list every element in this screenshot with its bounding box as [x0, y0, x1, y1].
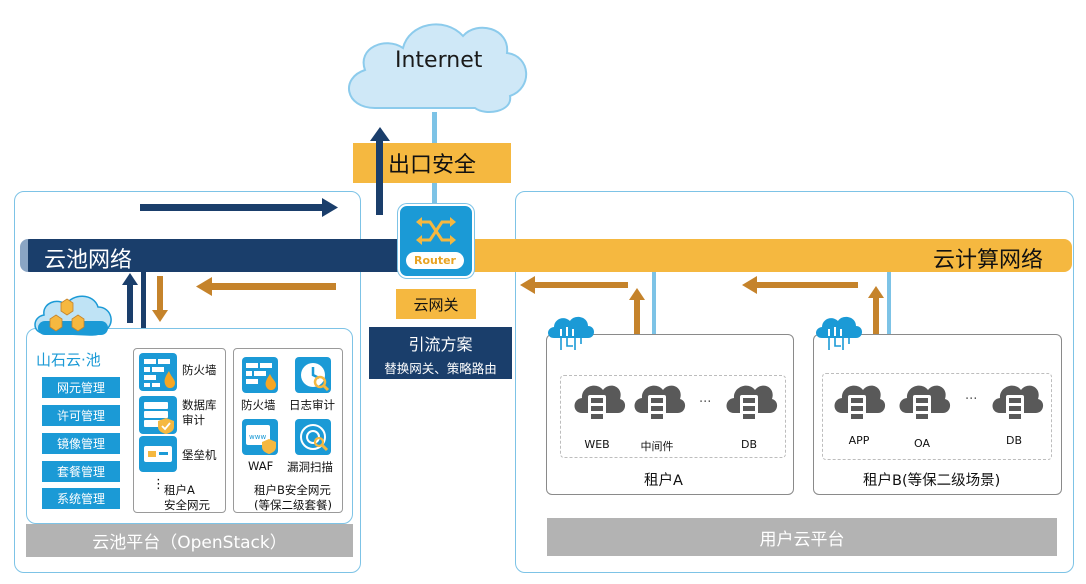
left-arrow-icon	[520, 276, 628, 294]
left-arrow-icon	[742, 276, 858, 294]
vertical-link-line	[141, 272, 146, 328]
tenant-b-app-label: APP	[848, 434, 870, 447]
router-arrows-icon	[416, 217, 456, 245]
vuln-scan-icon	[295, 419, 331, 455]
menu-system-management[interactable]: 系统管理	[42, 488, 120, 509]
router-box: Router	[398, 204, 474, 278]
cloud-pool-platform-label: 云池平台（OpenStack）	[92, 533, 287, 553]
up-arrow-icon	[122, 273, 138, 323]
tenant-a-cloud-icon	[548, 316, 594, 350]
yunchi-cloud-icon	[34, 295, 112, 336]
tenant-b-caption-2: (等保二级套餐)	[254, 498, 332, 512]
tenant-b-waf-label: WAF	[248, 459, 274, 473]
waf-icon: www	[242, 419, 278, 455]
internet-label: Internet	[395, 48, 483, 73]
up-arrow-icon	[868, 286, 884, 334]
tenant-a-bastion-label: 堡垒机	[182, 448, 217, 462]
menu-license-management[interactable]: 许可管理	[42, 405, 120, 426]
menu-package-management[interactable]: 套餐管理	[42, 461, 120, 482]
tenant-a-caption-1: 租户A	[164, 483, 195, 497]
server-icon	[899, 385, 951, 423]
tenant-b-logaudit-label: 日志审计	[289, 398, 335, 412]
traffic-steering-title: 引流方案	[408, 335, 473, 354]
menu-ne-management[interactable]: 网元管理	[42, 377, 120, 398]
tenant-a-ellipsis: ⋮	[152, 477, 165, 492]
tenant-b-firewall-label: 防火墙	[241, 398, 276, 412]
tenant-a-caption-2: 安全网元	[164, 498, 210, 512]
tenant-a-web-label: WEB	[584, 438, 610, 451]
cloud-compute-network-bar	[460, 239, 1072, 272]
traffic-steering-box: 引流方案 替换网关、策略路由	[369, 327, 512, 379]
log-audit-icon	[295, 357, 331, 393]
tenant-a-label: 租户A	[644, 473, 683, 489]
up-arrow-exit-icon	[370, 127, 390, 215]
cloud-pool-platform-bar: 云池平台（OpenStack）	[26, 524, 353, 557]
router-tag: Router	[406, 252, 464, 269]
server-icon	[834, 385, 886, 423]
cloud-compute-network-label: 云计算网络	[933, 248, 1044, 273]
tenant-b-oa-label: OA	[914, 437, 930, 450]
database-audit-icon	[139, 396, 177, 434]
tenant-b-ellipsis: ···	[965, 392, 978, 407]
tenant-a-ellipsis: ···	[699, 395, 712, 410]
left-arrow-icon	[196, 277, 336, 296]
cloud-pool-network-bar	[22, 239, 412, 272]
traffic-steering-subtitle: 替换网关、策略路由	[384, 361, 497, 376]
menu-image-management[interactable]: 镜像管理	[42, 433, 120, 454]
tenant-a-link-line	[652, 272, 656, 334]
router-label: Router	[413, 254, 456, 267]
tenant-b-label: 租户B(等保二级场景)	[863, 473, 1001, 489]
user-cloud-platform-label: 用户云平台	[759, 529, 845, 550]
tenant-a-dbaudit-label: 数据库审计	[182, 398, 217, 427]
up-arrow-icon	[629, 288, 645, 334]
tenant-a-middleware-label: 中间件	[640, 440, 674, 453]
server-icon	[726, 385, 778, 423]
right-arrow-icon	[140, 198, 338, 217]
cloud-pool-network-label: 云池网络	[44, 248, 133, 273]
down-arrow-icon	[152, 276, 168, 322]
firewall-icon	[139, 353, 177, 391]
server-icon	[574, 385, 626, 423]
bastion-host-icon	[139, 436, 177, 472]
tenant-a-firewall-label: 防火墙	[182, 363, 217, 377]
tenant-b-cloud-icon	[816, 316, 862, 350]
tenant-b-link-line	[887, 272, 891, 334]
tenant-b-vulnscan-label: 漏洞扫描	[287, 460, 333, 474]
server-icon	[992, 385, 1044, 423]
firewall-icon	[242, 357, 278, 393]
exit-security-label: 出口安全	[387, 153, 476, 178]
tenant-a-db-label: DB	[740, 438, 758, 451]
tenant-b-caption-1: 租户B安全网元	[254, 483, 331, 497]
user-cloud-platform-bar: 用户云平台	[547, 518, 1057, 556]
cloud-gateway-label: 云网关	[413, 295, 459, 314]
server-icon	[634, 385, 686, 423]
yunchi-brand: 山石云·池	[36, 351, 101, 369]
tenant-b-db-label: DB	[1005, 434, 1023, 447]
internet-cloud-icon	[348, 23, 528, 113]
cloud-pool-network-cap	[20, 239, 28, 272]
cloud-gateway-box: 云网关	[396, 289, 476, 319]
svg-text:www: www	[249, 433, 266, 441]
